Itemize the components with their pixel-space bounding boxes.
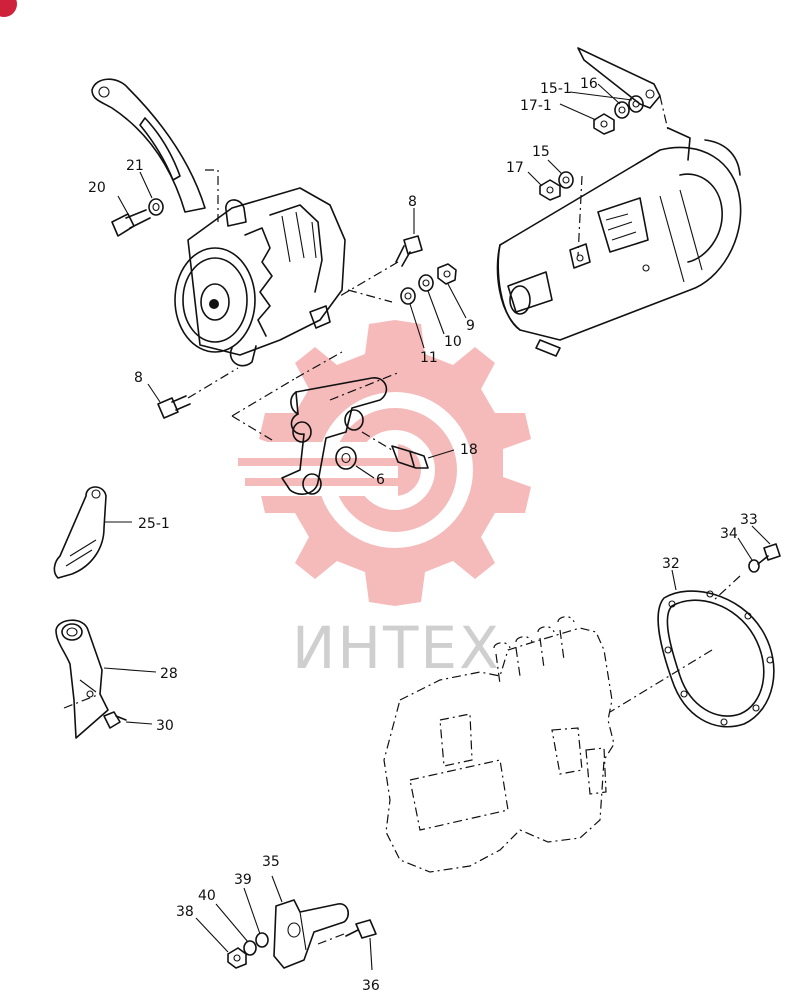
washer-39 — [255, 932, 269, 948]
washer-15 — [558, 171, 574, 189]
washer-11 — [400, 287, 416, 305]
label-21: 21 — [126, 158, 144, 174]
label-15: 15 — [532, 144, 550, 160]
label-20: 20 — [88, 180, 106, 196]
label-17: 17 — [506, 160, 524, 176]
label-36: 36 — [362, 978, 380, 994]
label-30: 30 — [156, 718, 174, 734]
label-10: 10 — [444, 334, 462, 350]
bracket-28 — [55, 619, 109, 739]
washer-40 — [243, 940, 257, 956]
alternator-support-bracket — [281, 377, 388, 495]
label-16: 16 — [580, 76, 598, 92]
bolt-18 — [391, 445, 429, 469]
collar-6 — [335, 446, 357, 470]
corner-badge — [0, 0, 17, 17]
label-40: 40 — [198, 888, 216, 904]
watermark-text: ИНТЕХ — [292, 614, 501, 682]
bolt-30 — [103, 711, 127, 729]
nut-38 — [227, 947, 247, 969]
label-39: 39 — [234, 872, 252, 888]
washer-34 — [748, 559, 760, 573]
label-9: 9 — [466, 318, 475, 334]
label-8-upper: 8 — [408, 194, 417, 210]
label-25-1: 25-1 — [138, 516, 170, 532]
nut-17 — [539, 179, 561, 201]
alternator-adjusting-bracket — [91, 78, 219, 222]
label-6: 6 — [376, 472, 385, 488]
nut-17-1 — [593, 113, 615, 135]
label-33: 33 — [740, 512, 758, 528]
injection-pump — [383, 616, 615, 873]
nut-9 — [437, 263, 457, 285]
label-38: 38 — [176, 904, 194, 920]
washer-10 — [418, 274, 434, 292]
label-11: 11 — [420, 350, 438, 366]
watermark-gear-logo — [238, 320, 531, 606]
bracket-35 — [273, 899, 350, 969]
washer-16 — [614, 101, 630, 119]
bolt-8-lower — [157, 395, 191, 419]
label-17-1: 17-1 — [520, 98, 552, 114]
washer-21 — [148, 198, 164, 216]
starter-motor — [496, 127, 742, 357]
label-34: 34 — [720, 526, 738, 542]
alternator — [174, 187, 346, 367]
label-32: 32 — [662, 556, 680, 572]
bolt-20 — [111, 209, 151, 237]
bolt-8-upper — [395, 235, 423, 267]
label-15-1: 15-1 — [540, 81, 572, 97]
label-28: 28 — [160, 666, 178, 682]
bolt-33 — [757, 543, 781, 565]
label-8-lower: 8 — [134, 370, 143, 386]
bolt-36 — [345, 919, 377, 939]
bracket-25-1 — [53, 486, 107, 579]
gasket-32 — [657, 590, 775, 728]
label-18: 18 — [460, 442, 478, 458]
nut-15-1 — [628, 95, 644, 113]
label-35: 35 — [262, 854, 280, 870]
starter-mounting-plate — [577, 47, 669, 257]
